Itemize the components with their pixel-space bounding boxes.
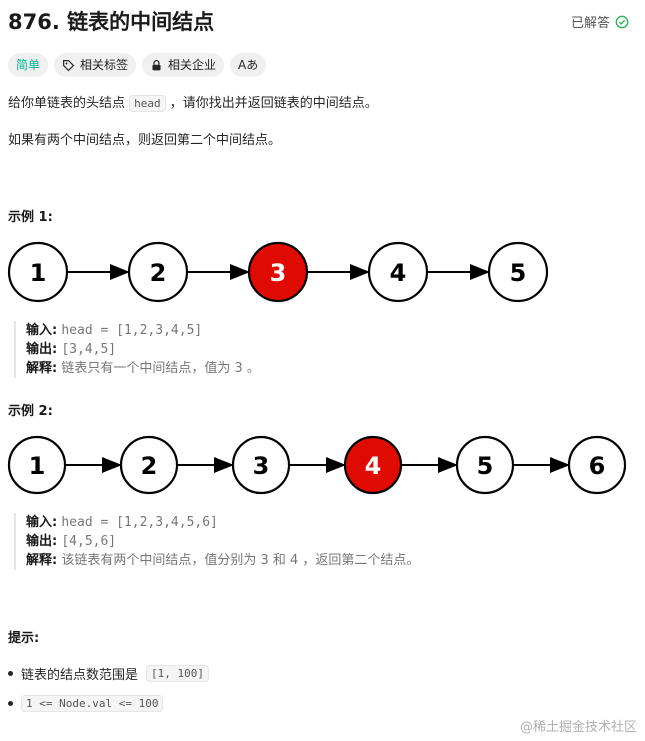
constraint-item: 1 <= Node.val <= 100 (8, 695, 209, 712)
lock-icon (152, 59, 161, 70)
topics-tag[interactable]: 相关标签 (54, 53, 137, 77)
list-node-value: 4 (365, 452, 382, 480)
list-node: 2 (119, 435, 179, 495)
companies-label: 相关企业 (168, 58, 217, 72)
list-node-value: 5 (477, 452, 494, 480)
tag-icon (63, 59, 75, 71)
topics-label: 相关标签 (80, 58, 129, 72)
constraints-list: 链表的结点数范围是 [1, 100] 1 <= Node.val <= 100 (8, 664, 209, 724)
companies-tag[interactable]: 相关企业 (142, 53, 225, 77)
list-node: 2 (127, 241, 189, 303)
bullet-dot (8, 671, 13, 676)
list-node-value: 5 (510, 259, 527, 287)
example-1-block: 输入: head = [1,2,3,4,5] 输出: [3,4,5] 解释: 链… (14, 321, 260, 378)
font-toggle-button[interactable]: Aあ (230, 53, 267, 77)
list-node: 4 (367, 241, 429, 303)
list-node-value: 6 (589, 452, 606, 480)
example-2-block: 输入: head = [1,2,3,4,5,6] 输出: [4,5,6] 解释:… (14, 513, 419, 570)
list-node-value: 3 (270, 259, 287, 287)
list-node-value: 2 (141, 452, 158, 480)
list-node-value: 2 (150, 259, 167, 287)
example-2-linked-list-diagram: 1 2 3 4 5 6 (7, 435, 627, 495)
example-1-linked-list-diagram: 1 2 3 4 5 (7, 241, 549, 303)
check-circle-icon (615, 15, 629, 28)
constraints-heading: 提示: (8, 631, 40, 646)
problem-title: 876. 链表的中间结点 (8, 10, 215, 34)
list-node: 3 (231, 435, 291, 495)
example-2-heading: 示例 2: (8, 404, 53, 419)
difficulty-tag[interactable]: 简单 (8, 53, 49, 77)
description-line-2: 如果有两个中间结点，则返回第二个中间结点。 (8, 133, 282, 148)
font-toggle-label: Aあ (238, 58, 259, 72)
bullet-dot (8, 701, 13, 706)
difficulty-label: 简单 (16, 58, 41, 72)
tag-bar: 简单 相关标签 相关企业 Aあ (8, 53, 267, 77)
constraint-item: 链表的结点数范围是 [1, 100] (8, 664, 209, 683)
middle-list-node: 3 (247, 241, 309, 303)
middle-list-node: 4 (343, 435, 403, 495)
list-node: 1 (7, 241, 69, 303)
inline-code-head: head (129, 95, 166, 112)
list-node: 1 (7, 435, 67, 495)
solved-label: 已解答 (570, 16, 610, 31)
watermark: @稀土掘金技术社区 (519, 720, 637, 735)
list-node-value: 1 (30, 259, 47, 287)
list-node-value: 3 (253, 452, 270, 480)
example-1-heading: 示例 1: (8, 210, 53, 225)
list-node-value: 4 (390, 259, 407, 287)
description-line-1: 给你单链表的头结点 head ，请你找出并返回链表的中间结点。 (8, 95, 378, 112)
list-node: 5 (455, 435, 515, 495)
solved-status: 已解答 (571, 12, 629, 31)
list-node: 5 (487, 241, 549, 303)
list-node: 6 (567, 435, 627, 495)
list-node-value: 1 (29, 452, 46, 480)
